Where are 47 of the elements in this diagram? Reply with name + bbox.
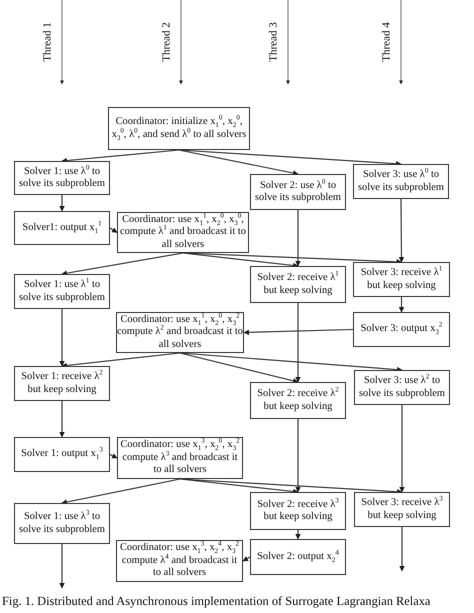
process-box: Solver 1: receive λ$^{2}$ but keep solving <box>14 366 110 401</box>
arrow <box>61 149 180 164</box>
process-box: Solver 2: receive λ$^{3}$ but keep solving <box>250 492 346 530</box>
arrow <box>182 252 299 268</box>
arrow <box>61 478 180 505</box>
process-box: Coordinator: use x$_{1}$$^{1}$, x$_{2}$$^{0}$, x$_{3}$$^{0}$, compute λ$^{1}$ and broadcast it to all solvers <box>117 212 249 253</box>
arrow <box>61 352 180 368</box>
arrow <box>110 453 118 458</box>
arrow <box>180 478 403 494</box>
arrow <box>242 556 250 562</box>
thread-label: Thread 4 <box>380 22 392 62</box>
arrow <box>180 478 299 494</box>
arrow <box>59 195 65 212</box>
arrow <box>110 228 118 233</box>
arrow <box>180 352 403 372</box>
process-box: Coordinator: initialize x$_{1}$$^{0}$, x$_{2}$$^{0}$, x$_{3}$$^{0}$, λ$^{0}$, and send λ$^{0}$ to all solvers <box>108 107 250 150</box>
thread-label: Thread 3 <box>267 22 280 62</box>
arrow <box>295 419 301 493</box>
process-box: Solver 1: use λ$^{1}$ to solve its subproblem <box>14 274 110 309</box>
thread-label: Thread 1 <box>41 22 54 62</box>
arrow <box>295 530 301 540</box>
process-box: Solver 3: use λ$^{2}$ to solve its subproblem <box>354 370 450 405</box>
figure-caption: Fig. 1. Distributed and Asynchronous implementation of Surrogate Lagrangian Relaxa <box>2 594 430 609</box>
arrow <box>59 544 65 589</box>
thread-label: Thread 2 <box>160 22 172 62</box>
arrow <box>178 149 299 176</box>
arrow <box>182 252 402 265</box>
arrow <box>243 328 354 336</box>
process-box: Solver 3: receive λ$^{3}$ but keep solving <box>354 492 450 527</box>
arrow <box>398 297 404 313</box>
arrow <box>295 303 301 383</box>
arrow <box>399 527 405 572</box>
process-box: Solver 1: use λ$^{0}$ to solve its subproblem <box>14 161 110 195</box>
process-box: Solver 3: use λ$^{0}$ to solve its subproblem <box>353 164 449 199</box>
arrow <box>399 405 405 493</box>
process-box: Solver 1: use λ$^{3}$ to solve its subproblem <box>14 503 110 544</box>
process-box: Solver 3: receive λ$^{1}$ but keep solving <box>353 262 450 297</box>
arrow <box>295 210 301 267</box>
arrow <box>59 401 65 438</box>
process-box: Solver 2: use λ$^{0}$ to solve its subproblem <box>250 174 346 210</box>
arrow <box>61 252 184 276</box>
arrow <box>59 309 65 367</box>
process-box: Solver 2: receive λ$^{2}$ but keep solving <box>250 382 346 419</box>
arrow <box>398 199 404 263</box>
arrow <box>180 352 299 384</box>
process-box: Solver 2: receive λ$^{1}$ but keep solving <box>250 266 346 303</box>
arrow <box>178 149 402 166</box>
